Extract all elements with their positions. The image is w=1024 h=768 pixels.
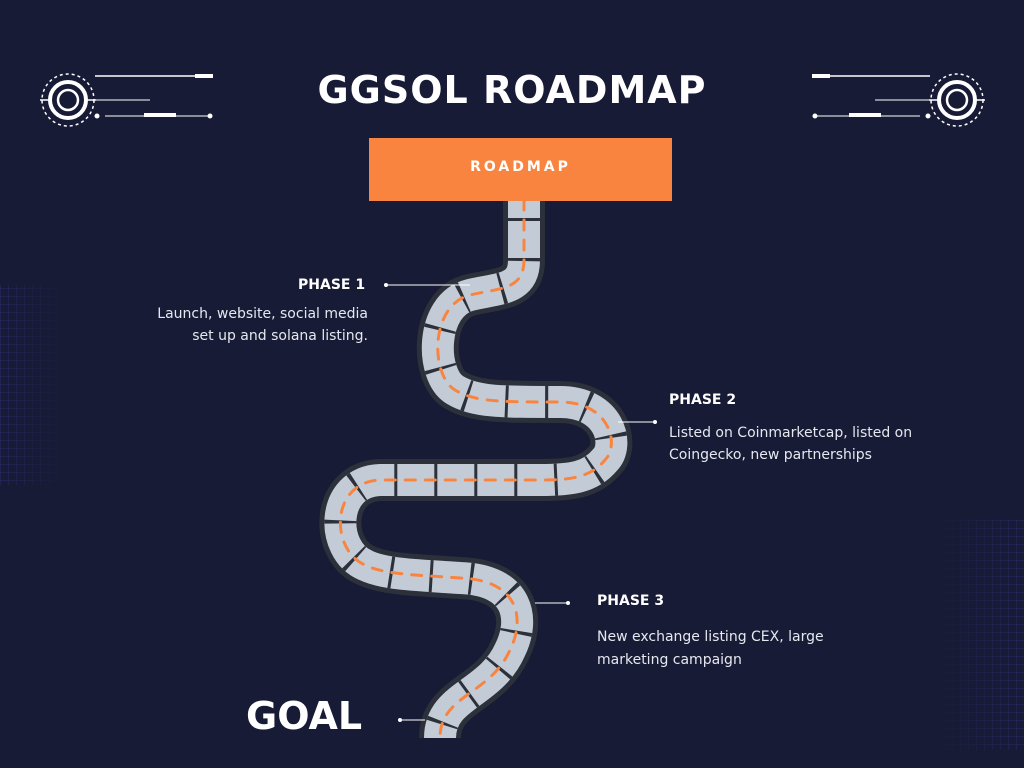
phase-2-title: PHASE 2 [669, 392, 737, 408]
phase-3-title: PHASE 3 [597, 593, 665, 609]
grid-decoration-left [0, 285, 62, 485]
goal-label: GOAL [246, 694, 363, 738]
phase-2-description-line-1: Listed on Coinmarketcap, listed on [669, 425, 913, 441]
grid-decoration-right [936, 520, 1024, 750]
tech-ring-icon-right [812, 73, 985, 127]
connector-phase-1 [384, 283, 470, 287]
connector-phase-2 [618, 420, 657, 424]
page-title: GGSOL ROADMAP [317, 68, 707, 112]
winding-road [319, 198, 633, 740]
phase-3-description-line-2: marketing campaign [597, 652, 742, 668]
phase-1-title: PHASE 1 [298, 277, 366, 293]
phase-1-description-line-2: set up and solana listing. [192, 328, 368, 344]
connector-goal [398, 718, 425, 722]
phase-1-description-line-1: Launch, website, social media [157, 306, 368, 322]
phase-2-description-line-2: Coingecko, new partnerships [669, 447, 872, 463]
phase-3-description-line-1: New exchange listing CEX, large [597, 629, 824, 645]
tech-ring-icon-left [40, 73, 213, 127]
connector-phase-3 [535, 601, 570, 605]
roadmap-banner: ROADMAP [369, 138, 672, 201]
